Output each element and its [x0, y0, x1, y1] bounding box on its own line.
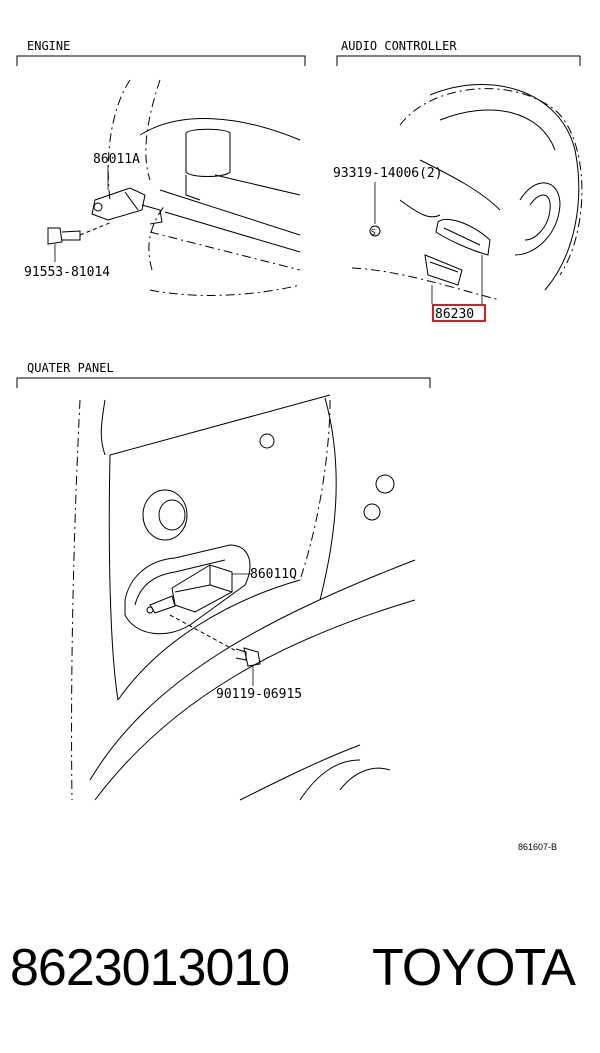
- audio-controller-section-title: AUDIO CONTROLLER: [341, 39, 457, 53]
- bolt-90119: [243, 647, 261, 667]
- bolt-91553: [47, 227, 63, 245]
- part-label-93319-14006: 93319-14006(2): [333, 166, 443, 181]
- quater-panel-section-title: QUATER PANEL: [27, 361, 114, 375]
- svg-text:S: S: [371, 228, 376, 237]
- horn-86011a: [91, 187, 146, 221]
- horn-86011q: [171, 564, 233, 613]
- engine-section-bracket: [16, 55, 306, 66]
- part-label-86011q: 86011Q: [250, 567, 297, 582]
- part-label-86230[interactable]: 86230: [435, 307, 474, 322]
- reservoir: [185, 128, 231, 177]
- screw-93319: [369, 225, 381, 237]
- audio-controller-section: AUDIO CONTROLLER S 93319-14006(2) 86230: [333, 39, 583, 322]
- brand-name: TOYOTA: [372, 939, 576, 997]
- part-label-90119-06915: 90119-06915: [216, 687, 302, 702]
- engine-section-title: ENGINE: [27, 39, 70, 53]
- steering-wheel-rim: [429, 84, 580, 291]
- quater-panel-section: QUATER PANEL 8: [16, 361, 431, 801]
- audio-switch-86230: [435, 218, 491, 256]
- highlight-box: [432, 304, 486, 322]
- part-label-86011a: 86011A: [93, 152, 140, 167]
- part-label-91553-81014: 91553-81014: [24, 265, 110, 280]
- figure-code: 861607-B: [518, 842, 557, 852]
- part-number: 8623013010: [10, 939, 290, 997]
- quater-section-bracket: [16, 377, 431, 388]
- audio-section-bracket: [336, 55, 581, 66]
- engine-section: ENGINE 86011A 91553-81014: [16, 39, 306, 296]
